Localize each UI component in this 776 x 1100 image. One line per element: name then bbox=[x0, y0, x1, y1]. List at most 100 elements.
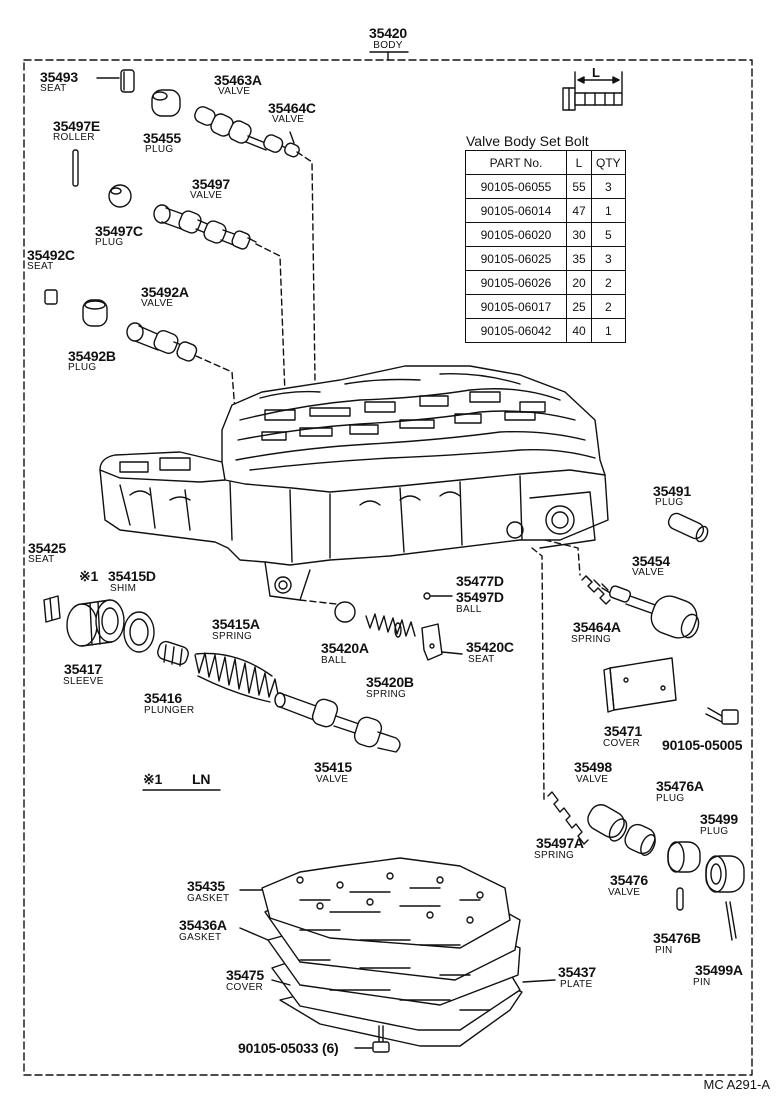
part-35497E-number: 35497E bbox=[53, 118, 101, 134]
pin-35499A-shape bbox=[725, 901, 737, 941]
gasket-plate-cover-stack bbox=[261, 857, 523, 1047]
part-35463A-name: VALVE bbox=[218, 86, 251, 97]
part-35497C-name: PLUG bbox=[95, 237, 124, 248]
part-35435-name: GASKET bbox=[187, 893, 230, 904]
part-35493-number: 35493 bbox=[40, 69, 78, 85]
part-35497C-number: 35497C bbox=[95, 223, 143, 239]
bolt-length-cell: 25 bbox=[566, 294, 592, 319]
part-35497D-name: BALL bbox=[456, 604, 482, 615]
part-35464C-name: VALVE bbox=[272, 114, 305, 125]
bolt-part-cell: 90105-06020 bbox=[465, 222, 567, 247]
part-35492B-number: 35492B bbox=[68, 348, 116, 364]
cover-35471-shape bbox=[603, 657, 677, 713]
part-35454-number: 35454 bbox=[632, 553, 670, 569]
part-35476A-number: 35476A bbox=[656, 778, 704, 794]
roller-35497E-shape bbox=[72, 149, 79, 187]
part-35437-name: PLATE bbox=[560, 979, 593, 990]
part-35464A-number: 35464A bbox=[573, 619, 621, 635]
part-35415D-mark: ※1 bbox=[79, 568, 99, 584]
part-35420A-number: 35420A bbox=[321, 640, 369, 656]
part-35463A-number: 35463A bbox=[214, 72, 262, 88]
valve-35464C-shape bbox=[284, 142, 300, 158]
ball-35420A-shape bbox=[334, 601, 356, 623]
bolt-length-cell: 47 bbox=[566, 198, 592, 223]
valve-35476-shape bbox=[624, 823, 656, 856]
bolt-table-header-row: PART No. L QTY bbox=[465, 150, 626, 175]
part-35491-name: PLUG bbox=[655, 497, 684, 508]
part-35498-name: VALVE bbox=[576, 774, 609, 785]
sleeve-35417-shape bbox=[66, 599, 125, 647]
part-35476-number: 35476 bbox=[610, 872, 648, 888]
bolt-qty-cell: 1 bbox=[591, 318, 626, 343]
part-35475-number: 35475 bbox=[226, 967, 264, 983]
part-35425-number: 35425 bbox=[28, 540, 66, 556]
spring-35464A-shape bbox=[581, 575, 611, 605]
part-35417-name: SLEEVE bbox=[63, 676, 104, 687]
part-35499A-number: 35499A bbox=[695, 962, 743, 978]
valve-35492A-shape bbox=[126, 322, 198, 362]
bolt-part-cell: 90105-06017 bbox=[465, 294, 567, 319]
bolt-qty-cell: 5 bbox=[591, 222, 626, 247]
bolt-part-cell: 90105-06055 bbox=[465, 174, 567, 199]
bolt-length-cell: 20 bbox=[566, 270, 592, 295]
part-35493-name: SEAT bbox=[40, 83, 67, 94]
part-35415D-number: 35415D bbox=[108, 568, 156, 584]
part-35420B-name: SPRING bbox=[366, 689, 407, 700]
part-35415-name: VALVE bbox=[316, 774, 349, 785]
spring-35497A-shape bbox=[547, 791, 589, 845]
part-35497E-name: ROLLER bbox=[53, 132, 95, 143]
seat-35492C-shape bbox=[44, 289, 58, 305]
bolt-qty-cell: 2 bbox=[591, 270, 626, 295]
plug-35455-shape bbox=[151, 89, 181, 117]
bolt-length-cell: 55 bbox=[566, 174, 592, 199]
plunger-35416-shape bbox=[157, 640, 189, 667]
part-35497-number: 35497 bbox=[192, 176, 230, 192]
part-35476A-name: PLUG bbox=[656, 793, 685, 804]
part-35416-name: PLUNGER bbox=[144, 705, 195, 716]
part-35492A-number: 35492A bbox=[141, 284, 189, 300]
part-35436A-name: GASKET bbox=[179, 932, 222, 943]
part-35420A-name: BALL bbox=[321, 655, 347, 666]
part-35420C-number: 35420C bbox=[466, 639, 514, 655]
bolt-90105-05005-shape bbox=[705, 707, 739, 725]
bolt-table-header-qty: QTY bbox=[591, 150, 626, 175]
body-part-number: 35420 bbox=[369, 25, 407, 41]
part-35497-name: VALVE bbox=[190, 190, 223, 201]
part-35476-name: VALVE bbox=[608, 887, 641, 898]
plug-35476A-shape bbox=[667, 841, 701, 873]
bolt-length-cell: 40 bbox=[566, 318, 592, 343]
bolt-qty-cell: 2 bbox=[591, 294, 626, 319]
bolt-table-header-part: PART No. bbox=[465, 150, 567, 175]
part-90105-05033-number: 90105-05033 (6) bbox=[238, 1040, 339, 1056]
note-mark: ※1 bbox=[143, 771, 163, 787]
plug-35499-shape bbox=[705, 855, 745, 893]
part-35415D-name: SHIM bbox=[110, 583, 137, 594]
ball-35497D-shape bbox=[423, 592, 431, 600]
bolt-length-cell: 35 bbox=[566, 246, 592, 271]
part-35499-name: PLUG bbox=[700, 826, 729, 837]
bolt-qty-cell: 3 bbox=[591, 174, 626, 199]
bolt-part-cell: 90105-06042 bbox=[465, 318, 567, 343]
spring-35420B-shape bbox=[365, 613, 416, 638]
valve-35463A-shape bbox=[194, 106, 291, 153]
part-35476B-number: 35476B bbox=[653, 930, 701, 946]
drawing-code: MC A291-A bbox=[703, 1077, 770, 1092]
shim-35415D-shape bbox=[123, 611, 155, 653]
bolt-qty-cell: 3 bbox=[591, 246, 626, 271]
valve-body-35420-shape bbox=[99, 365, 609, 601]
bolt-length-cell: 30 bbox=[566, 222, 592, 247]
spring-35415A-shape bbox=[194, 652, 280, 703]
part-35497D-number: 35497D bbox=[456, 589, 504, 605]
part-35471-name: COVER bbox=[603, 738, 641, 749]
part-90105-05005-number: 90105-05005 bbox=[662, 737, 743, 753]
part-35464C-number: 35464C bbox=[268, 100, 316, 116]
part-35497A-number: 35497A bbox=[536, 835, 584, 851]
valve-35454-shape bbox=[601, 585, 700, 639]
part-35415A-name: SPRING bbox=[212, 631, 253, 642]
plug-35491-shape bbox=[667, 512, 709, 543]
part-35415A-number: 35415A bbox=[212, 616, 260, 632]
